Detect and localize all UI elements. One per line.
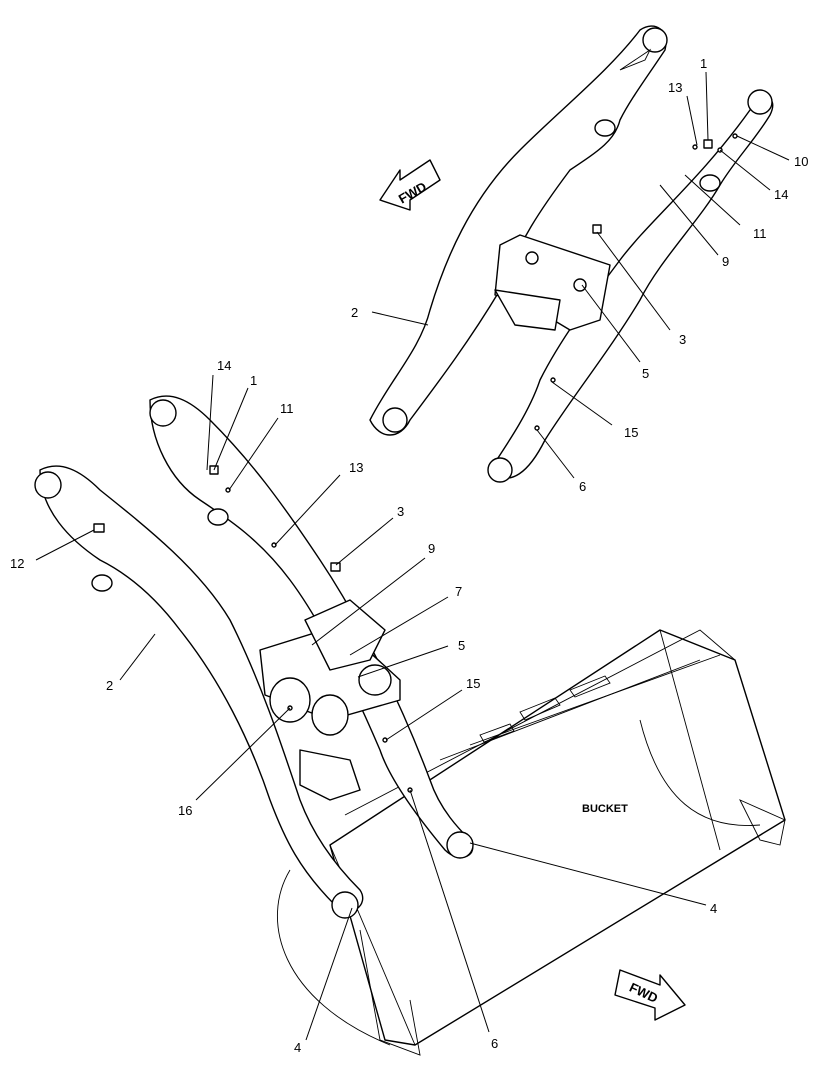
callout-13-upper: 13 (668, 80, 682, 95)
callout-13-lower: 13 (349, 460, 363, 475)
callout-7-lower: 7 (455, 584, 462, 599)
callout-2-lower: 2 (106, 678, 113, 693)
lift-arm-front-left (34, 465, 364, 919)
fwd-arrow-lower: FWD (614, 969, 686, 1021)
leader-lines (35, 71, 790, 1041)
fwd-arrow-upper: FWD (379, 159, 441, 211)
bucket (277, 629, 786, 1056)
callout-2-upper: 2 (351, 305, 358, 320)
callout-numbers: 1 13 10 14 11 9 3 5 2 15 6 14 1 11 13 3 … (10, 56, 808, 1055)
callout-15-upper: 15 (624, 425, 638, 440)
callout-16-lower: 16 (178, 803, 192, 818)
callout-4-left: 4 (294, 1040, 301, 1055)
callout-1-upper: 1 (700, 56, 707, 71)
callout-15-lower: 15 (466, 676, 480, 691)
callout-14-upper: 14 (774, 187, 788, 202)
callout-12-lower: 12 (10, 556, 24, 571)
cross-tube-rear (494, 234, 611, 331)
callout-10-upper: 10 (794, 154, 808, 169)
callout-3-lower: 3 (397, 504, 404, 519)
callout-5-upper: 5 (642, 366, 649, 381)
callout-6-lower: 6 (491, 1036, 498, 1051)
callout-9-lower: 9 (428, 541, 435, 556)
bucket-label: BUCKET (582, 803, 628, 815)
callout-3-upper: 3 (679, 332, 686, 347)
callout-5-lower: 5 (458, 638, 465, 653)
callout-14-lower: 14 (217, 358, 231, 373)
callout-11-upper: 11 (753, 226, 767, 241)
lift-arm-rear-right (487, 89, 774, 483)
cross-tube-front (259, 599, 401, 801)
callout-11-lower: 11 (280, 401, 294, 416)
callout-9-upper: 9 (722, 254, 729, 269)
callout-1-lower: 1 (250, 373, 257, 388)
lift-arm-rear-left (369, 25, 668, 436)
callout-4-right: 4 (710, 901, 717, 916)
lift-arm-front-right (149, 395, 474, 859)
callout-6-upper: 6 (579, 479, 586, 494)
